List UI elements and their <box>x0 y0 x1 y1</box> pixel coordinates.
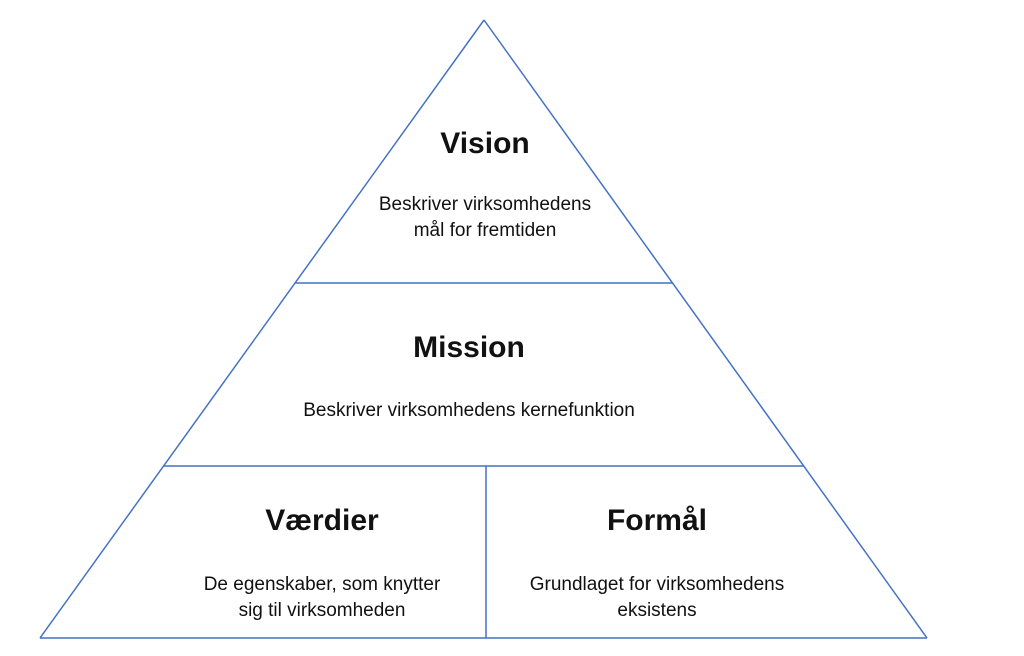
vision-description: Beskriver virksomhedens mål for fremtide… <box>378 194 592 241</box>
vaerdier-description: De egenskaber, som knytter sig til virks… <box>203 574 441 621</box>
mission-title: Mission <box>413 331 525 364</box>
vaerdier-title: Værdier <box>265 504 379 537</box>
formaal-description: Grundlaget for virksomhedens eksistens <box>529 574 785 621</box>
vision-title: Vision <box>440 127 530 160</box>
formaal-title: Formål <box>606 504 708 537</box>
mission-description: Beskriver virksomhedens kernefunktion <box>303 400 635 421</box>
pyramid-right-edge <box>483 19 928 639</box>
pyramid-left-edge <box>39 19 485 639</box>
